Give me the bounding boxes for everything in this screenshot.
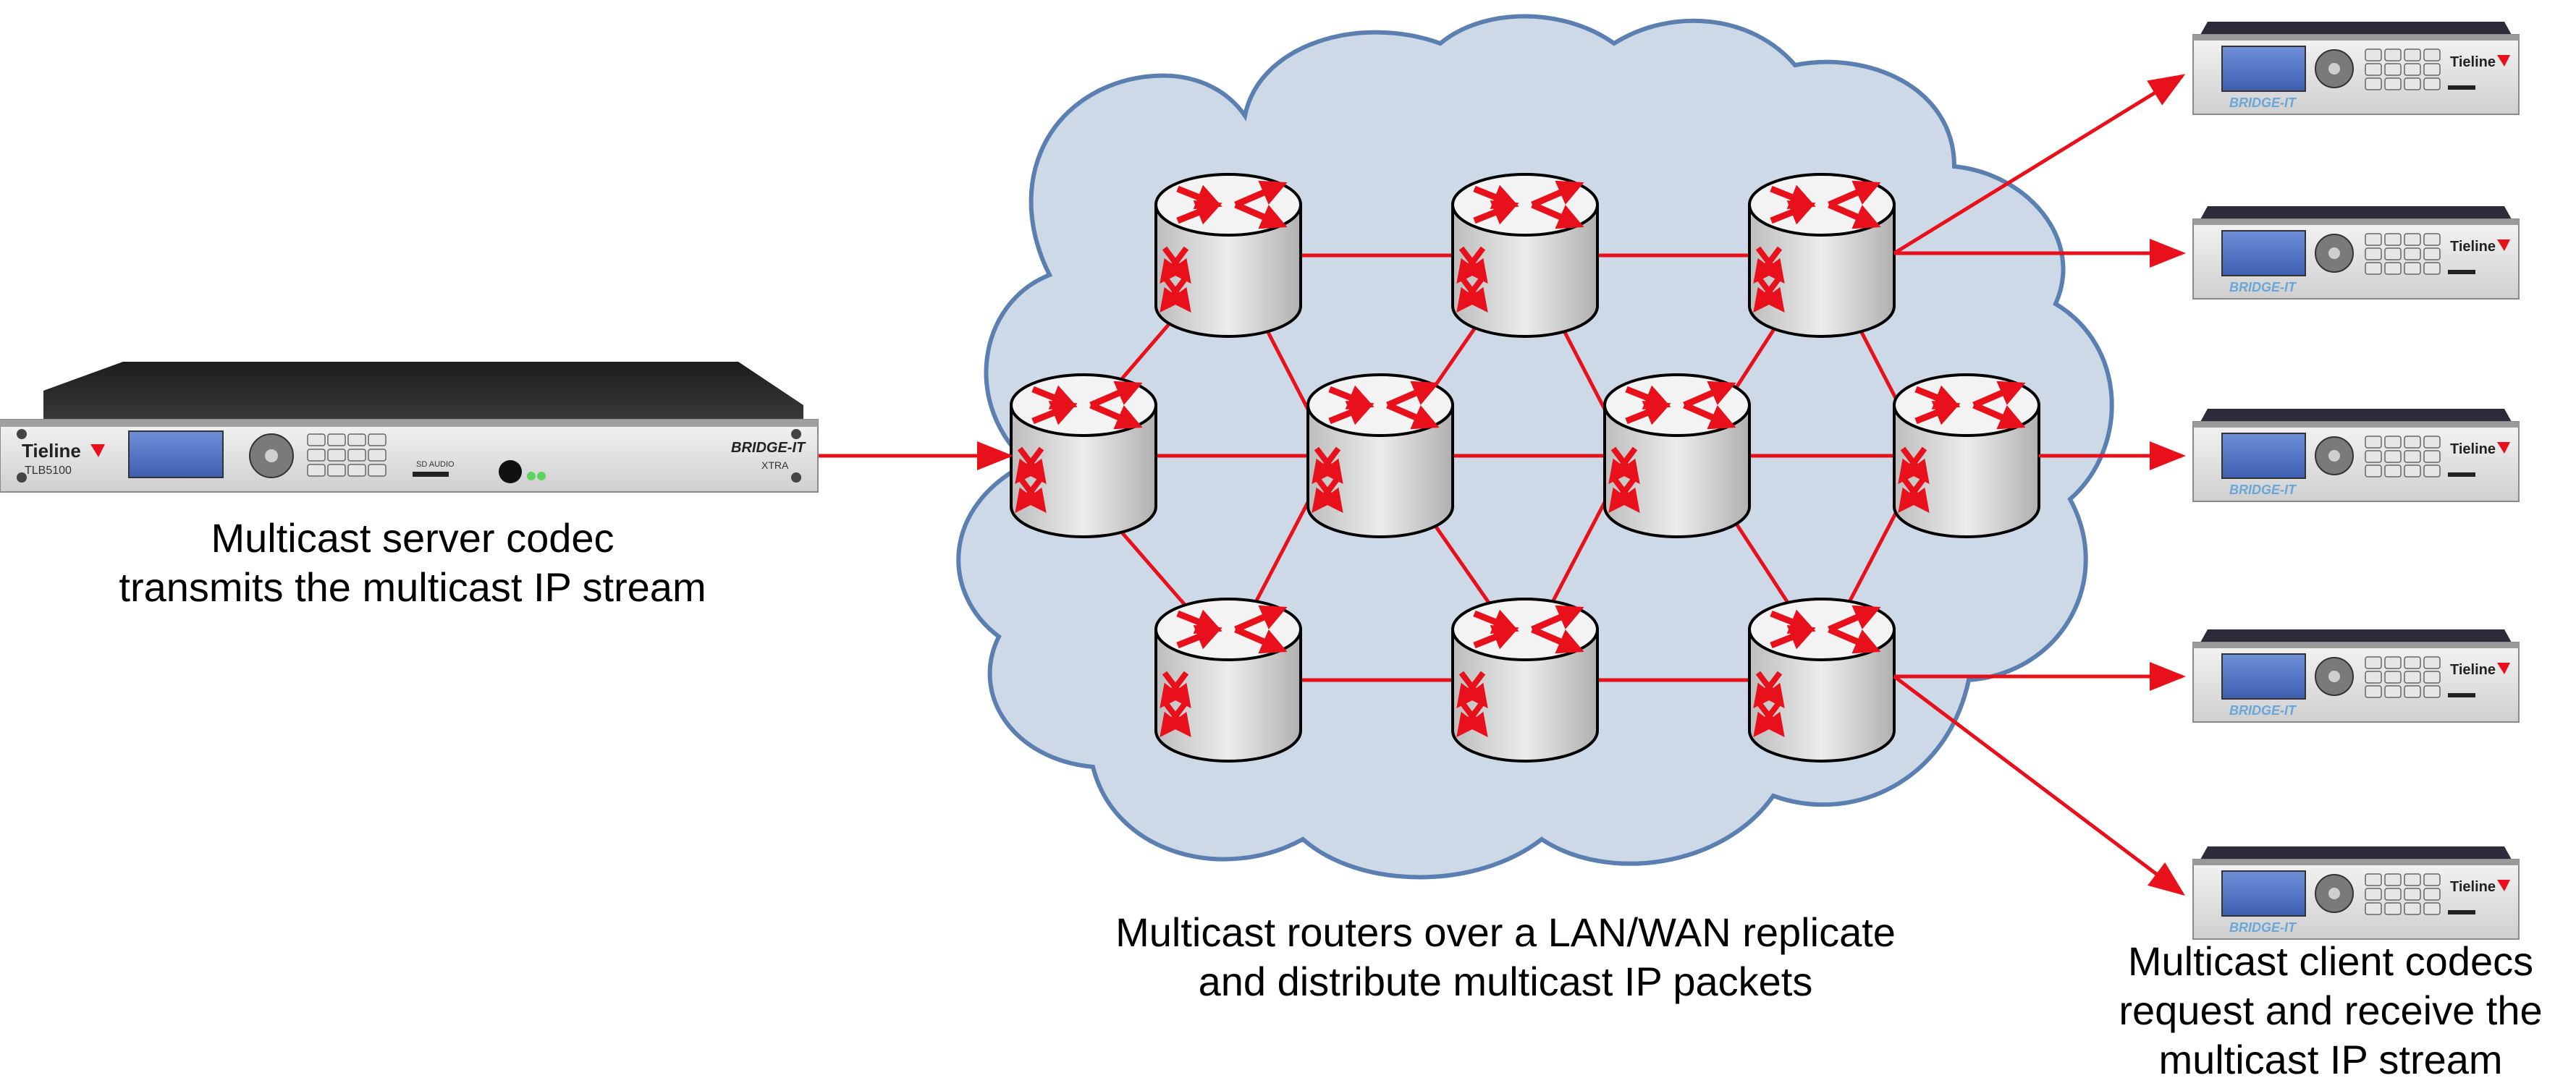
server-edition: XTRA [761, 459, 789, 471]
server-slot-label: SD AUDIO [416, 460, 455, 469]
client-codec-4 [2192, 629, 2520, 723]
router-icon [1453, 174, 1597, 336]
clients-caption-line-1: Multicast client codecs [2127, 938, 2534, 984]
server-product: BRIDGE-IT [731, 440, 806, 456]
router-icon [1749, 599, 1894, 761]
router-icon [1156, 174, 1301, 336]
clients-caption-line-3: multicast IP stream [2158, 1037, 2503, 1082]
client-codec-2 [2192, 205, 2520, 300]
router-icon [1749, 174, 1894, 336]
clients-caption-line-2: request and receive the [2119, 988, 2543, 1033]
client-codec-1 [2192, 21, 2520, 115]
network-caption: Multicast routers over a LAN/WAN replica… [1035, 908, 1976, 1006]
server-brand: Tieline [22, 440, 81, 462]
router-icon [1156, 599, 1301, 761]
network-caption-line-2: and distribute multicast IP packets [1198, 959, 1813, 1004]
router-icon [1453, 599, 1597, 761]
clients-caption: Multicast client codecs request and rece… [2099, 937, 2562, 1084]
router-icon [1894, 375, 2039, 537]
client-codec-5 [2192, 846, 2520, 940]
network-caption-line-1: Multicast routers over a LAN/WAN replica… [1115, 909, 1896, 955]
client-codecs [2192, 21, 2520, 940]
server-model: TLB5100 [25, 464, 72, 477]
router-icon [1011, 375, 1156, 537]
client-arrows [1893, 74, 2186, 896]
router-icon [1605, 375, 1749, 537]
server-caption-line-2: transmits the multicast IP stream [119, 564, 706, 610]
router-icon [1308, 375, 1453, 537]
server-caption-line-1: Multicast server codec [211, 515, 615, 561]
server-caption: Multicast server codec transmits the mul… [43, 514, 782, 612]
client-codec-3 [2192, 408, 2520, 502]
server-codec: Tieline TLB5100 SD AUDIO BRIDGE-IT XTRA [0, 362, 819, 493]
